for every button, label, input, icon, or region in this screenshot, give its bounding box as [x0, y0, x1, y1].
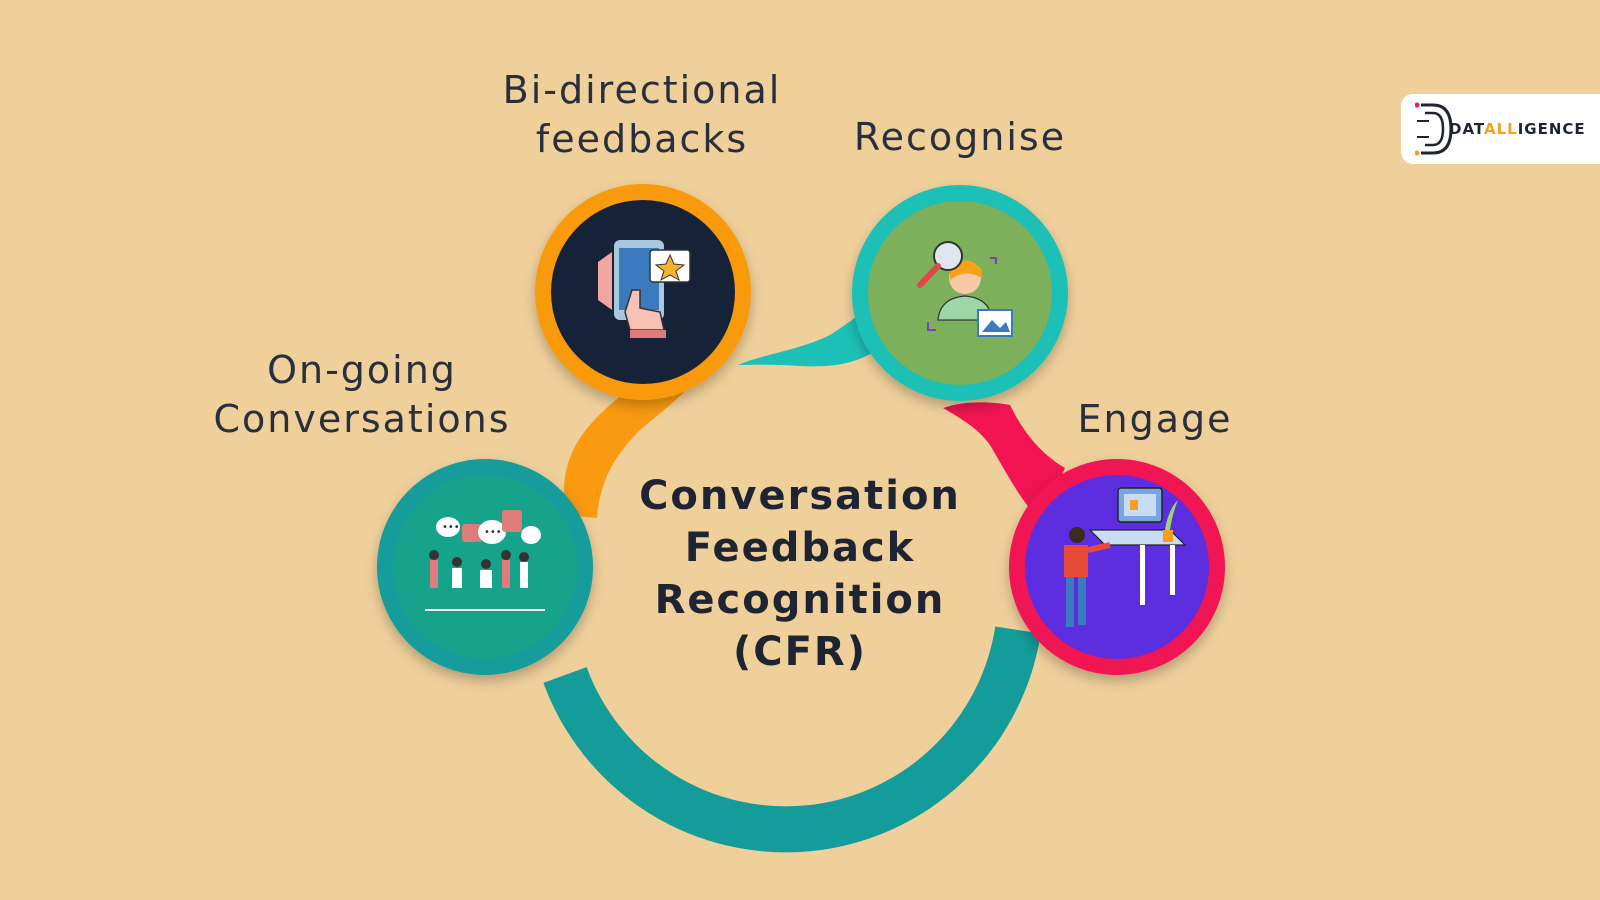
label-bidirectional-line2: feedbacks: [535, 117, 749, 161]
label-engage-line1: Engage: [1077, 397, 1233, 441]
bidirectional-stem: [563, 360, 700, 518]
logo-text-post: IGENCE: [1517, 120, 1586, 138]
ring-arc: [543, 626, 1041, 853]
label-on-going-line2: Conversations: [213, 397, 511, 441]
center-title-line1: Conversation: [639, 473, 961, 519]
logo-text-accent: ALL: [1483, 120, 1518, 138]
label-on-going-conversations: On-going Conversations: [212, 346, 512, 444]
magnifier-person-icon: [917, 241, 1013, 337]
node-engage: [1009, 459, 1225, 675]
label-bidirectional-feedbacks: Bi-directional feedbacks: [492, 66, 792, 164]
svg-text:•••: •••: [442, 522, 460, 533]
people-chat-icon: ••• •••: [425, 510, 545, 611]
label-recognise: Recognise: [840, 113, 1080, 162]
engage-stem: [943, 402, 1065, 520]
center-title: Conversation Feedback Recognition (CFR): [600, 470, 1000, 678]
recognise-stem: [738, 300, 885, 367]
logo-text-pre: DAT: [1449, 120, 1484, 138]
center-title-line4: (CFR): [732, 629, 868, 675]
label-bidirectional-line1: Bi-directional: [502, 68, 782, 112]
phone-star-feedback-icon: [598, 240, 691, 338]
label-engage: Engage: [1070, 395, 1240, 444]
svg-text:•••: •••: [484, 527, 502, 538]
label-recognise-line1: Recognise: [853, 115, 1067, 159]
logo-mark-icon: [1415, 102, 1453, 156]
datalligence-logo: DATALLIGENCE: [1401, 94, 1600, 164]
logo-text: DATALLIGENCE: [1449, 120, 1586, 138]
label-on-going-line1: On-going: [267, 348, 457, 392]
person-at-desk-icon: [1064, 487, 1187, 627]
center-title-line2: Feedback: [684, 525, 916, 571]
center-title-line3: Recognition: [654, 577, 946, 623]
